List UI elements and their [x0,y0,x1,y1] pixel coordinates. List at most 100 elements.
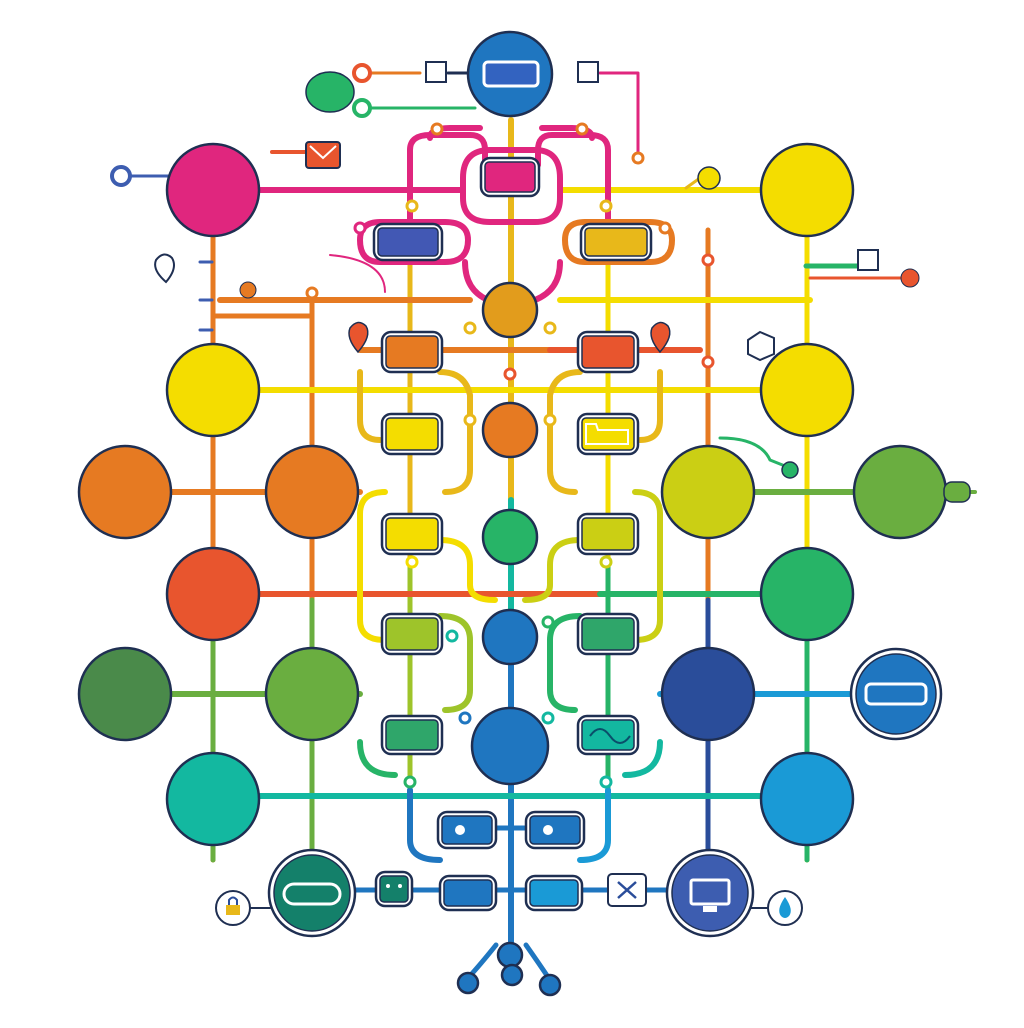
location-pin-icon [348,321,369,354]
node-orange-left [264,444,360,540]
close-icon [617,881,637,899]
document-icon [577,61,599,83]
connector-line [357,369,383,443]
diagram-nodes [77,30,948,997]
connector-joint [405,555,419,569]
mail-icon [309,145,337,160]
connector-line [437,537,498,603]
connector-line [632,511,663,643]
connector-line [407,132,488,223]
cube-icon [747,330,775,362]
smiley-icon [697,166,721,190]
badge-icon [282,882,342,906]
box-blue-bottom-left [438,874,498,912]
monitor-icon [689,878,731,906]
node-leaf-mid [500,963,524,987]
node-yellow-top-right [759,142,855,238]
connector-joint [458,711,472,725]
connector-line [718,436,792,470]
node-emerald-center [481,508,539,566]
connector-cap [943,481,971,503]
connector-joint [541,711,555,725]
node-amber [481,281,539,339]
connector-line [632,489,663,517]
node-blue-badge-right [849,647,943,741]
connector-joint [599,199,613,213]
connector-line [637,369,663,443]
node-red-left [165,546,261,642]
node-root [496,941,524,969]
box-dark-teal [374,870,414,908]
connector-line [547,369,583,495]
node-leaf-left [456,971,480,995]
box-blue-right [524,810,586,850]
connector-joint [701,355,715,369]
connector-line [522,537,583,603]
connector-line [622,739,663,778]
connector-joint [305,286,319,300]
node-teal-left [165,751,261,847]
badge-icon [864,682,928,706]
connector-joint [781,461,799,479]
box-gold [579,222,653,262]
box-sea-green [576,612,640,656]
box-red [576,330,640,374]
mail-icon [305,141,341,169]
connector-joint [352,98,372,118]
connector-joint [352,63,372,83]
node-green-left [264,646,360,742]
connector-line [329,254,386,293]
connector-line [562,219,675,265]
connector-joint [599,775,613,789]
connector-joint [541,615,555,629]
connector-joint [239,281,257,299]
smiley-icon [386,884,390,888]
node-blue-center [481,608,539,666]
node-orange-far-left [77,444,173,540]
box-yellow-left [380,412,444,456]
smiley-icon [398,884,402,888]
box-sky-blue-bottom [524,874,584,912]
box-yellow-green [380,612,444,656]
lock-icon [226,905,240,915]
node-yellow-right [759,342,855,438]
node-yellow-left [165,342,261,438]
node-emerald-right [759,546,855,642]
connector-line [437,369,473,495]
lock-icon [228,896,238,905]
box-lime [576,512,640,556]
water-drop-icon [779,897,791,918]
connector-line [462,259,491,303]
connector-joint [575,122,589,136]
connector-line [460,147,563,225]
badge-icon [482,60,540,88]
connector-joint [430,122,444,136]
document-icon [857,249,879,271]
connector-line [357,219,471,265]
connector-joint [353,221,367,235]
connector-joint [463,413,477,427]
connector-joint [658,221,672,235]
node-orange-center [481,401,539,459]
box-green [380,714,444,756]
connector-line [357,511,388,643]
node-sky-blue-right [759,751,855,847]
connector-line [547,613,583,713]
node-navy-right [660,646,756,742]
location-pin-icon [154,253,175,284]
connector-joint [110,165,132,187]
connector-joint [900,268,920,288]
connector-joint [403,775,417,789]
node-magenta [165,142,261,238]
link-icon [455,825,465,835]
connector-line [437,613,473,713]
node-blue-large-center [470,706,550,786]
link-icon [543,825,553,835]
wave-icon [589,728,631,744]
connector-joint [631,151,645,165]
badge-icon [305,71,355,113]
connector-joint [463,321,477,335]
node-monitor [665,848,755,938]
diagram-icons [110,61,971,926]
